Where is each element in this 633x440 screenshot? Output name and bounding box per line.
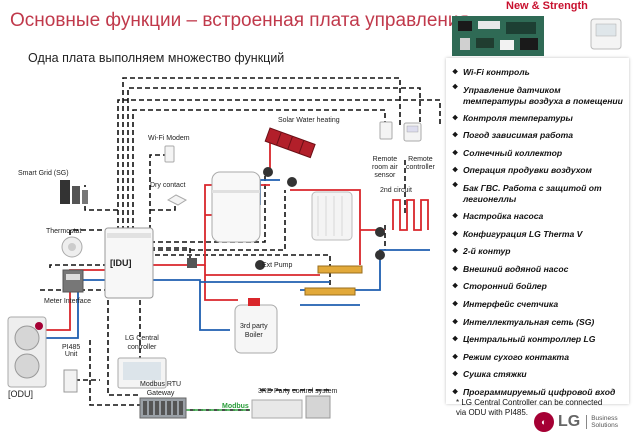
thermostat-label: Thermostat: [46, 228, 82, 235]
dry-contact-device: [166, 194, 188, 206]
footnote: * LG Central Controller can be connected…: [456, 398, 603, 417]
idu-label: [IDU]: [110, 258, 132, 268]
dhw-tank: [211, 171, 261, 243]
idu-unit: [104, 227, 154, 299]
smart-grid-device: [60, 180, 70, 204]
feature-item: Интерфейс счетчика: [452, 296, 629, 314]
feature-item: Программируемый цифровой вход: [452, 384, 629, 402]
feature-item: Управление датчиком температуры воздуха …: [452, 82, 623, 110]
feature-item: Сушка стяжки: [452, 366, 629, 384]
feature-item: 2-й контур: [452, 243, 629, 261]
feature-item: Wi-Fi контроль: [452, 64, 629, 82]
feature-item: Режим сухого контакта: [452, 349, 629, 367]
ext-pump-label: Ext Pump: [262, 262, 293, 269]
solar-water-heating-label: Solar Water heating: [278, 117, 340, 124]
feature-item: Внешний водяной насос: [452, 261, 629, 279]
feature-list: Wi-Fi контроль Управление датчиком темпе…: [446, 58, 629, 402]
meter-interface-label: Meter Interface: [44, 298, 92, 305]
third-party-control-label: 3RD Party control system: [258, 388, 338, 395]
lg-logo-icon: ◐: [534, 412, 554, 432]
wifi-modem-label: Wi-Fi Modem: [148, 135, 190, 142]
feature-item: Сторонний бойлер: [452, 278, 629, 296]
feature-item: Настройка насоса: [452, 208, 629, 226]
valve: [187, 258, 197, 268]
ext-pump: [255, 260, 265, 270]
feature-item: Операция продувки воздухом: [452, 162, 629, 180]
controller-device-image: [590, 18, 622, 50]
page-subtitle: Одна плата выполняем множество функций: [28, 51, 285, 65]
meter-device: [62, 269, 84, 293]
lg-logo-text: LG: [558, 413, 581, 430]
feature-item: Конфигурация LG Therma V: [452, 226, 629, 244]
dry-contact-label: Dry contact: [150, 182, 186, 189]
pi485-unit: [63, 369, 78, 393]
feature-item: Солнечный коллектор: [452, 145, 629, 163]
feature-item: Бак ГВС. Работа с защитой от легионеллы: [452, 180, 623, 208]
feature-item: Погод зависимая работа: [452, 127, 629, 145]
third-party-control-device: [251, 399, 303, 419]
modbus-label: Modbus: [222, 403, 249, 410]
feature-item: Контроля температуры: [452, 110, 629, 128]
page-title: Основные функции – встроенная плата упра…: [10, 10, 469, 31]
smart-grid-label: Smart Grid (SG): [18, 170, 69, 177]
control-board-image: [452, 16, 544, 56]
new-strength-badge: New & Strength: [506, 0, 588, 12]
manifold-supply: [317, 265, 363, 274]
solar-panel: [264, 127, 316, 159]
manifold-return: [304, 287, 356, 296]
wifi-modem-device: [164, 145, 175, 163]
feature-item: Центральный контроллер LG: [452, 331, 629, 349]
odu-label: [ODU]: [8, 389, 34, 399]
feature-item: Интеллектуальная сеть (SG): [452, 314, 629, 332]
system-diagram: [7, 77, 441, 419]
second-circuit-label: 2nd circuit: [380, 187, 412, 194]
feature-list-panel: Wi-Fi контроль Управление датчиком темпе…: [446, 58, 629, 404]
remote-room-sensor: [379, 121, 393, 140]
